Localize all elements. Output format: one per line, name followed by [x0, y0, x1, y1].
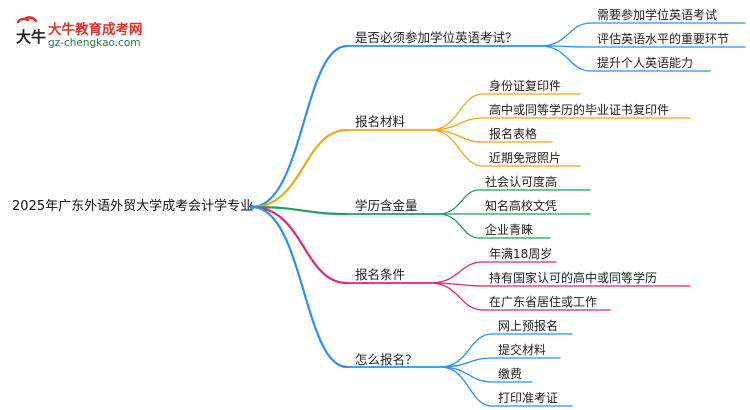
branch-to-leaf-connector — [429, 93, 484, 131]
branch-label-materials: 报名材料 — [355, 114, 406, 129]
leaf-label: 缴费 — [498, 367, 523, 381]
branch-to-leaf-connector — [539, 45, 592, 72]
branch-to-leaf-connector — [429, 129, 484, 143]
leaf-label: 身份证复印件 — [489, 79, 562, 93]
root-to-branch-connector — [250, 128, 349, 209]
leaf-label: 打印准考证 — [498, 391, 559, 405]
root-to-branch-connector — [250, 205, 349, 369]
branch-label-degree-value: 学历含金量 — [355, 198, 418, 213]
leaf-label: 在广东省居住或工作 — [489, 295, 598, 309]
leaf-label: 提升个人英语能力 — [597, 56, 694, 70]
leaf-label: 企业青睐 — [485, 223, 534, 237]
leaf-label: 报名表格 — [489, 127, 538, 141]
branch-to-leaf-connector — [439, 333, 493, 368]
leaf-label: 高中或同等学历的毕业证书复印件 — [489, 103, 670, 117]
root-to-branch-connector — [250, 205, 349, 285]
logo-url: gz-chengkao.com — [48, 37, 141, 49]
leaf-label: 近期免冠照片 — [489, 151, 562, 165]
root-node-label: 2025年广东外语外贸大学成考会计学专业 — [12, 199, 254, 214]
root-to-branch-connector — [250, 44, 349, 209]
site-logo[interactable]: 大牛 大牛教育成考网 gz-chengkao.com — [12, 14, 157, 52]
logo-mark-icon: 大牛 — [16, 16, 46, 46]
branch-to-leaf-connector — [429, 117, 484, 131]
leaf-label: 需要参加学位英语考试 — [597, 8, 718, 22]
leaf-label: 评估英语水平的重要环节 — [597, 32, 730, 46]
branch-label-english-exam: 是否必须参加学位英语考试？ — [355, 30, 518, 45]
branch-label-requirements: 报名条件 — [355, 267, 406, 282]
leaf-label: 知名高校文凭 — [485, 199, 558, 213]
leaf-label: 持有国家认可的高中或同等学历 — [489, 271, 658, 285]
leaf-label: 提交材料 — [498, 343, 547, 357]
branch-to-leaf-connector — [439, 366, 493, 407]
branch-to-leaf-connector — [429, 261, 484, 284]
branch-to-leaf-connector — [429, 282, 484, 311]
branch-to-leaf-connector — [437, 189, 480, 215]
branch-to-leaf-connector — [439, 366, 493, 383]
leaf-label: 社会认可度高 — [485, 175, 558, 189]
logo-title: 大牛教育成考网 — [48, 22, 143, 38]
leaf-label: 年满18周岁 — [489, 247, 553, 261]
branch-to-leaf-connector — [429, 129, 484, 167]
logo-mark-text: 大牛 — [16, 28, 46, 46]
root-junction-dot — [249, 204, 255, 210]
leaf-label: 网上预报名 — [498, 319, 559, 333]
branch-label-how-to-apply: 怎么报名？ — [355, 352, 418, 367]
branch-to-leaf-connector — [437, 213, 480, 239]
branch-to-leaf-connector — [539, 22, 592, 47]
root-to-branch-connector — [250, 205, 349, 216]
